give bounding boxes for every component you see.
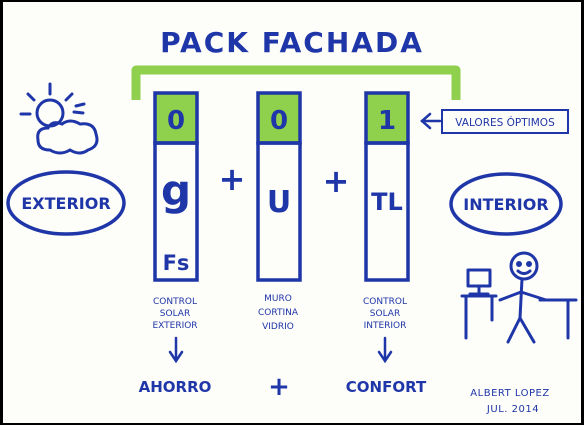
pack-bracket xyxy=(131,65,461,100)
column-g: 0 g Fs xyxy=(153,91,199,282)
caption-line: SOLAR xyxy=(160,309,190,319)
caption-line: CONTROL xyxy=(153,297,197,307)
diagram-title: PACK FACHADA xyxy=(160,26,424,59)
signature-date: JUL. 2014 xyxy=(486,404,539,415)
caption-col2: MURO CORTINA VIDRIO xyxy=(258,294,299,332)
signature-name: ALBERT LOPEZ xyxy=(470,388,549,399)
column-body xyxy=(364,141,410,282)
result-confort: CONFORT xyxy=(346,378,427,396)
arrow-left-icon xyxy=(420,112,442,130)
callout-text: VALORES ÓPTIMOS xyxy=(455,116,555,129)
caption-line: EXTERIOR xyxy=(152,321,197,331)
caption-line: MURO xyxy=(264,294,292,304)
column-u: 0 U xyxy=(256,91,302,282)
column-body xyxy=(256,141,302,282)
symbol-u: U xyxy=(267,185,291,220)
plus-operator: + xyxy=(219,160,246,198)
interior-ellipse xyxy=(449,172,563,236)
optimal-value: 0 xyxy=(270,106,288,136)
caption-line: CONTROL xyxy=(363,297,407,307)
result-ahorro: AHORRO xyxy=(139,378,212,396)
arrow-down-icon xyxy=(168,336,184,364)
exterior-ellipse xyxy=(6,170,126,236)
result-plus: + xyxy=(268,372,290,402)
sun-cloud-icon xyxy=(19,82,99,155)
symbol-fs: Fs xyxy=(163,251,190,275)
caption-col3: CONTROL SOLAR INTERIOR xyxy=(363,297,407,331)
caption-line: SOLAR xyxy=(370,309,400,319)
caption-col1: CONTROL SOLAR EXTERIOR xyxy=(152,297,197,331)
value-cell xyxy=(364,91,410,145)
column-tl: 1 TL xyxy=(364,91,410,282)
plus-operator: + xyxy=(323,162,350,200)
person-at-desk-icon xyxy=(460,251,578,344)
caption-line: INTERIOR xyxy=(364,321,407,331)
value-cell xyxy=(256,91,302,145)
interior-label: INTERIOR xyxy=(463,195,548,214)
caption-line: VIDRIO xyxy=(262,322,294,332)
symbol-tl: TL xyxy=(371,188,403,216)
optimal-value: 0 xyxy=(167,106,185,136)
callout-box xyxy=(441,109,569,134)
value-cell xyxy=(153,91,199,145)
optimal-value: 1 xyxy=(378,106,396,136)
column-body xyxy=(153,141,199,282)
symbol-g: g xyxy=(161,166,191,215)
arrow-down-icon xyxy=(377,336,393,364)
caption-line: CORTINA xyxy=(258,308,299,318)
exterior-label: EXTERIOR xyxy=(21,194,110,213)
